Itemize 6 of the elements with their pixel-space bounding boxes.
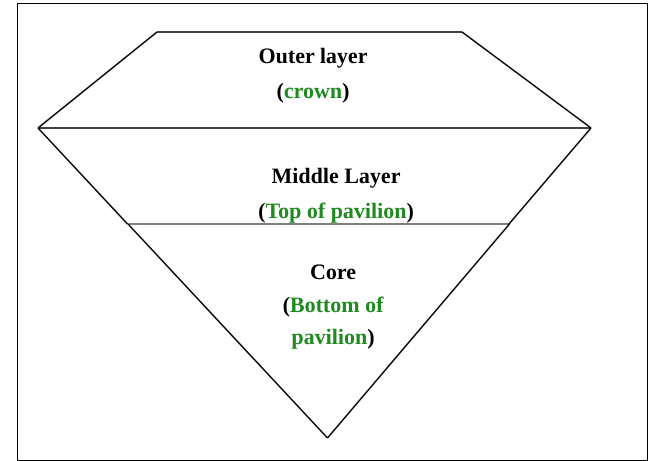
layer-title: Outer layer [258,42,368,70]
layer-title: Middle Layer [270,162,402,190]
layer-subtitle: (Top of pavilion) [257,197,415,225]
layer-subtitle: (crown) [276,77,350,105]
layer-title: Core [308,258,358,286]
layer-subtitle: (Bottom of pavilion) [282,291,385,351]
